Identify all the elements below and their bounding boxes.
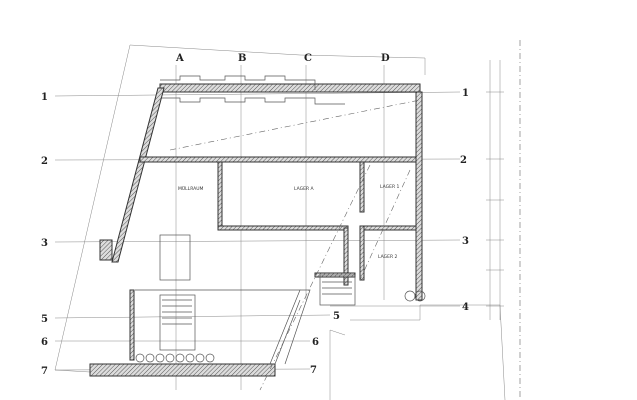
grid-label-row-1-left: 1	[41, 92, 48, 103]
grid-label-row-6-right: 6	[312, 337, 319, 348]
room-label-lager-2: LAGER 2	[378, 254, 397, 260]
grid-label-row-6-left: 6	[41, 337, 48, 348]
grid-label-row-7-right: 7	[310, 365, 317, 376]
property-boundary	[54, 40, 521, 400]
grid-label-row-4-right: 4	[462, 302, 469, 313]
grid-label-row-7-left: 7	[41, 366, 48, 377]
grid-label-row-3-right: 3	[462, 236, 469, 247]
grid-label-col-c: C	[304, 53, 312, 64]
grid-label-col-a: A	[175, 53, 184, 64]
grid-label-col-b: B	[238, 53, 246, 64]
room-label-lager-1: LAGER 1	[380, 184, 399, 190]
room-label-muellraum: MÜLLRAUM	[178, 185, 204, 192]
grid-label-row-5-left: 5	[41, 314, 48, 325]
dimension-chain	[486, 60, 504, 320]
grid-label-row-1-right: 1	[462, 88, 469, 99]
grid-label-row-3-left: 3	[41, 238, 48, 249]
room-label-lager-a: LAGER A	[294, 186, 314, 192]
grid-label-row-2-right: 2	[460, 155, 467, 166]
grid-label-row-2-left: 2	[41, 156, 48, 167]
grid-label-row-5-right: 5	[333, 311, 340, 322]
walls	[89, 75, 423, 377]
grid-label-col-d: D	[381, 53, 390, 64]
interior-details	[135, 99, 426, 391]
